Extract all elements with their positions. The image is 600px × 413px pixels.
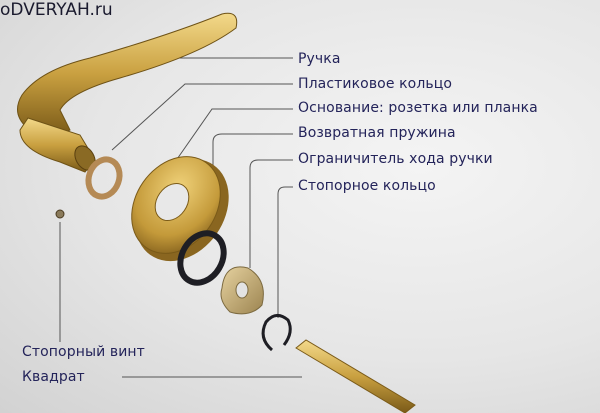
return-spring-part [177,230,227,286]
label-base: Основание: розетка или планка [298,100,538,116]
leader-base [174,108,293,163]
watermark-logo: oDVERYAH.ru [0,0,113,20]
leader-limiter [249,159,293,268]
square-shaft-part [295,339,416,413]
set-screw-part [55,209,65,219]
base-part [131,156,229,262]
retaining-ring-part [261,314,292,352]
handle-part [17,12,238,173]
label-square-shaft: Квадрат [22,369,85,385]
label-plastic-ring: Пластиковое кольцо [298,76,453,92]
leader-spring [212,133,293,232]
plastic-ring-part [85,156,123,200]
leader-retaining-ring [277,186,293,318]
label-travel-limiter: Ограничитель хода ручки [298,151,493,167]
label-set-screw: Стопорный винт [22,344,145,360]
label-handle: Ручка [298,51,341,67]
label-retaining-ring: Стопорное кольцо [298,178,436,194]
travel-limiter-part [220,266,264,315]
label-return-spring: Возвратная пружина [298,125,456,141]
leader-plastic-ring [111,83,293,151]
leader-lines [59,57,302,378]
